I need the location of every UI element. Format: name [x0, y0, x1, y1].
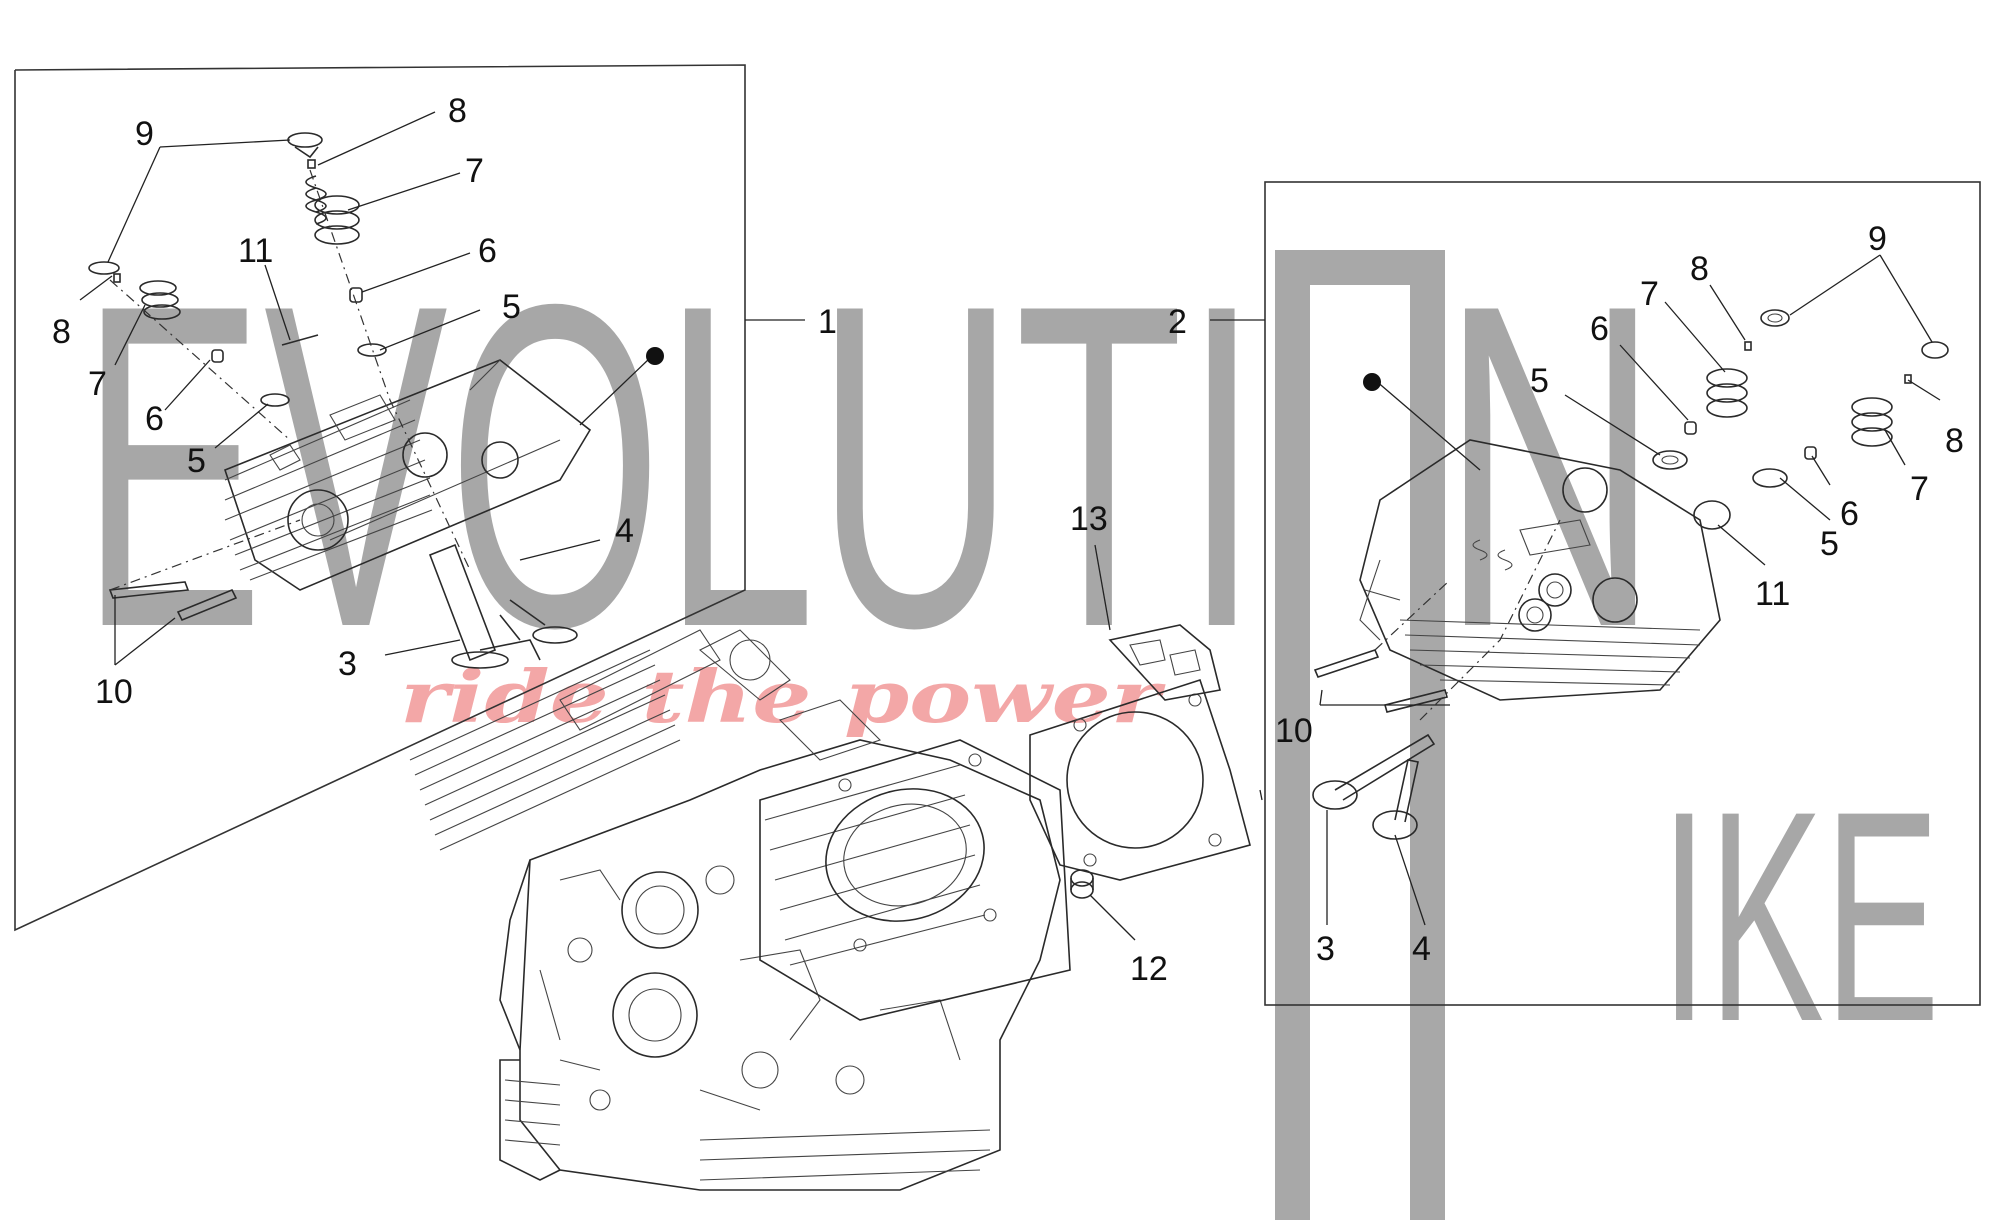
callout-left-11: 11: [238, 232, 273, 270]
left-head-dot: [646, 347, 664, 365]
callout-right-4: 4: [1412, 930, 1431, 968]
callout-right-7a: 7: [1640, 275, 1659, 313]
callout-left-4: 4: [615, 512, 634, 550]
callout-left-10: 10: [95, 673, 133, 711]
callout-group-2: 2: [1168, 303, 1187, 341]
callout-right-8a: 8: [1690, 250, 1709, 288]
callout-right-7b: 7: [1910, 470, 1929, 508]
watermark: EVOLUTI N IKE ride the power: [80, 210, 1940, 1220]
callout-right-8b: 8: [1945, 422, 1964, 460]
left-valve-components: [88, 132, 578, 669]
watermark-o-glyph: [1275, 250, 1445, 1220]
callout-right-5a: 5: [1530, 362, 1549, 400]
callout-right-11: 11: [1755, 575, 1790, 613]
callout-13: 13: [1070, 500, 1108, 538]
callout-right-6a: 6: [1590, 310, 1609, 348]
callout-left-8a: 8: [448, 92, 467, 130]
callout-left-3: 3: [338, 645, 357, 683]
engine-crankcase: [409, 629, 1071, 1191]
leader-lines: [79, 111, 1941, 941]
callout-left-7b: 7: [88, 365, 107, 403]
watermark-n: N: [1440, 210, 1660, 723]
right-head-dot: [1363, 373, 1381, 391]
callout-labels: 1 2 13 12 9 8 7 11 6 5 8 7 6 5 4 3 10 9 …: [52, 92, 1964, 988]
right-cylinder-head: [1359, 439, 1721, 701]
callout-right-3: 3: [1316, 930, 1335, 968]
callout-left-5b: 5: [187, 442, 206, 480]
left-cylinder-head-frame: [14, 64, 746, 932]
callout-right-10: 10: [1275, 712, 1313, 750]
callout-right-9: 9: [1868, 220, 1887, 258]
callout-12: 12: [1130, 950, 1168, 988]
watermark-ike: IKE: [1660, 748, 1940, 1084]
callout-left-6b: 6: [145, 400, 164, 438]
watermark-evolution: EVOLUTI: [80, 210, 1260, 723]
watermark-tagline: ride the power: [400, 654, 1167, 739]
right-cylinder-head-frame: [1264, 181, 1981, 1006]
callout-right-6b: 6: [1840, 495, 1859, 533]
callout-group-1: 1: [818, 303, 837, 341]
callout-left-9: 9: [135, 115, 154, 153]
callout-left-7a: 7: [465, 152, 484, 190]
head-gasket: [1029, 624, 1251, 881]
left-cylinder-head: [224, 359, 592, 591]
callout-left-5a: 5: [502, 288, 521, 326]
callout-right-5b: 5: [1820, 525, 1839, 563]
right-valve-components: [1312, 309, 1949, 840]
callout-left-8b: 8: [52, 313, 71, 351]
callout-left-6a: 6: [478, 232, 497, 270]
dowel-pin: [1070, 869, 1094, 899]
